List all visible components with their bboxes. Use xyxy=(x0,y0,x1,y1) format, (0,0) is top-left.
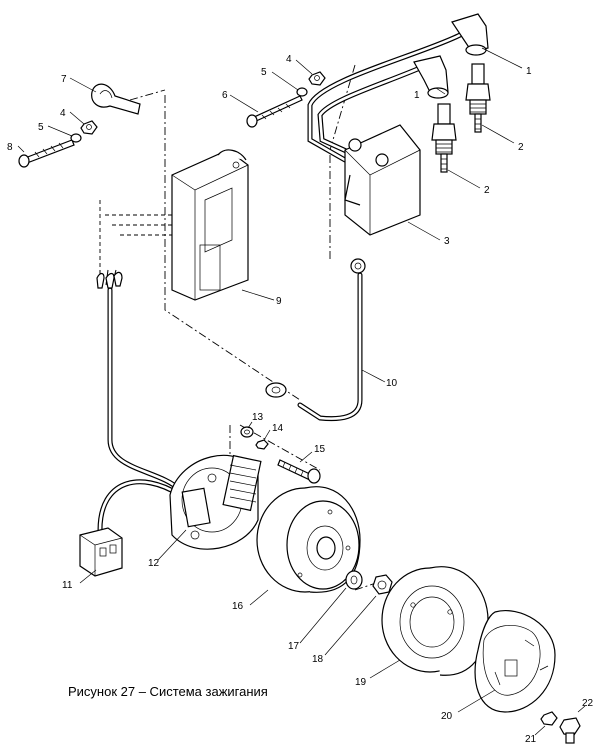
washer-21 xyxy=(540,711,558,726)
flywheel xyxy=(256,486,361,593)
callout-1-upper: 1 xyxy=(526,66,532,77)
spark-plug-cap-lower xyxy=(317,55,449,158)
bolt-22 xyxy=(559,717,581,744)
callout-17: 17 xyxy=(288,641,300,652)
callout-6: 6 xyxy=(222,90,228,101)
callout-22: 22 xyxy=(582,698,594,709)
starter-cup xyxy=(474,610,556,713)
connector-11 xyxy=(79,527,123,577)
nut-4-left xyxy=(80,120,98,135)
callout-20: 20 xyxy=(441,711,453,722)
bolt-6 xyxy=(246,95,303,128)
callout-14: 14 xyxy=(272,423,284,434)
ignition-coil xyxy=(344,124,421,236)
callout-10: 10 xyxy=(386,378,398,389)
washer-14 xyxy=(255,439,269,450)
spark-plug-left xyxy=(431,103,457,173)
bolt-8 xyxy=(18,139,75,168)
spark-plug-right xyxy=(465,63,491,133)
callout-13: 13 xyxy=(252,412,264,423)
washer-5-left xyxy=(70,133,82,143)
starter-pulley xyxy=(381,566,489,676)
callout-2-upper: 2 xyxy=(518,142,524,153)
spark-plug-cap-upper xyxy=(307,13,489,163)
callout-15: 15 xyxy=(314,444,326,455)
callout-numbers: 1 1 2 2 3 4 5 6 4 5 7 8 9 10 11 12 13 14… xyxy=(7,54,594,745)
callout-19: 19 xyxy=(355,677,367,688)
callout-9: 9 xyxy=(276,296,282,307)
callout-11: 11 xyxy=(62,580,73,591)
screw-15 xyxy=(277,459,321,484)
callout-21: 21 xyxy=(525,734,537,745)
callout-18: 18 xyxy=(312,654,324,665)
callout-4-left: 4 xyxy=(60,108,66,119)
nut-18 xyxy=(372,574,393,595)
callout-12: 12 xyxy=(148,558,160,569)
stator-plate xyxy=(169,454,262,550)
ground-lead xyxy=(265,258,366,422)
leader-lines xyxy=(17,47,586,736)
figure-caption: Рисунок 27 – Система зажигания xyxy=(68,684,268,699)
wiring-harness xyxy=(97,287,183,533)
harness-terminals xyxy=(96,269,123,289)
washer-17 xyxy=(345,570,363,590)
washer-13 xyxy=(240,426,254,438)
callout-5-top: 5 xyxy=(261,67,267,78)
callout-8: 8 xyxy=(7,142,13,153)
callout-3: 3 xyxy=(444,236,450,247)
callout-7: 7 xyxy=(61,74,67,85)
callout-4-top: 4 xyxy=(286,54,292,65)
washer-5-top xyxy=(296,87,308,97)
callout-16: 16 xyxy=(232,601,244,612)
nut-4-top xyxy=(308,71,326,86)
cdi-module xyxy=(171,149,249,301)
callout-5-left: 5 xyxy=(38,122,44,133)
callout-1-lower: 1 xyxy=(414,90,420,101)
bracket-7 xyxy=(91,83,141,115)
callout-2-lower: 2 xyxy=(484,185,490,196)
